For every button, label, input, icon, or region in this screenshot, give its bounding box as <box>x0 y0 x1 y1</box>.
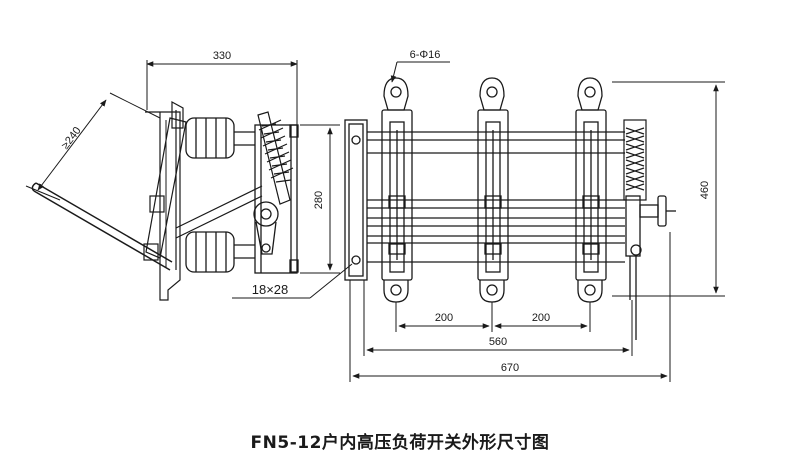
dim-swing-radius: ≥240 <box>59 125 83 152</box>
pole-1 <box>381 77 413 303</box>
dim-overall-length: 670 <box>501 362 519 374</box>
dim-pole-pitch-1: 200 <box>435 312 453 324</box>
slot-leader <box>309 263 353 299</box>
dim-front-height: 460 <box>699 181 711 199</box>
dim-side-height: 280 <box>313 191 325 209</box>
dim-side-width: 330 <box>213 50 231 62</box>
front-shafts <box>367 131 625 263</box>
front-crank <box>625 195 676 340</box>
dim-holes: 6-Φ16 <box>410 49 441 61</box>
side-frame <box>143 100 187 301</box>
pole-2 <box>477 77 509 303</box>
upper-insulator <box>185 117 255 159</box>
front-spring <box>623 119 647 201</box>
holes-leader <box>390 61 398 83</box>
front-end-plate <box>344 119 368 281</box>
side-crank <box>253 201 279 255</box>
lower-insulator <box>185 231 255 273</box>
dim-inner-length: 560 <box>489 336 507 348</box>
pole-3 <box>575 77 607 303</box>
dim-line-swing <box>37 99 107 191</box>
drawing-caption: FN5-12户内高压负荷开关外形尺寸图 <box>250 433 550 453</box>
dim-slot: 18×28 <box>252 282 289 297</box>
side-view <box>25 60 353 301</box>
side-spring <box>257 111 294 205</box>
operating-handle <box>31 182 173 271</box>
front-view <box>344 61 725 382</box>
dim-pole-pitch-2: 200 <box>532 312 550 324</box>
